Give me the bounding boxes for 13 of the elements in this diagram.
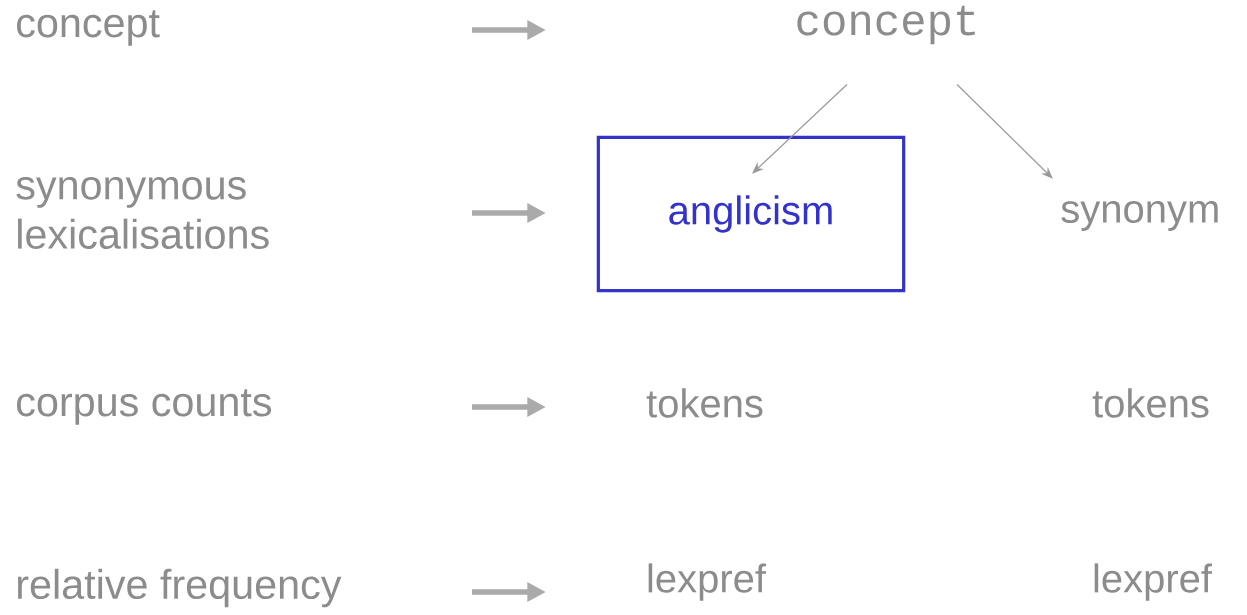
arrow (752, 83, 848, 174)
row-label: synonymous lexicalisations (16, 177, 269, 249)
row-label: corpus counts (17, 389, 272, 425)
arrow (956, 83, 1053, 179)
term-label: lexpref (648, 563, 767, 601)
term-label: synonym (1061, 201, 1218, 231)
term-box: anglicism (596, 135, 906, 293)
term-label: tokens (646, 388, 763, 418)
term-label: lexpref (1094, 563, 1213, 601)
row-label: relative frequency (18, 568, 342, 608)
term-label: tokens (1092, 388, 1209, 418)
row-label: concept (17, 10, 160, 46)
concept-label: concept (797, 5, 975, 45)
